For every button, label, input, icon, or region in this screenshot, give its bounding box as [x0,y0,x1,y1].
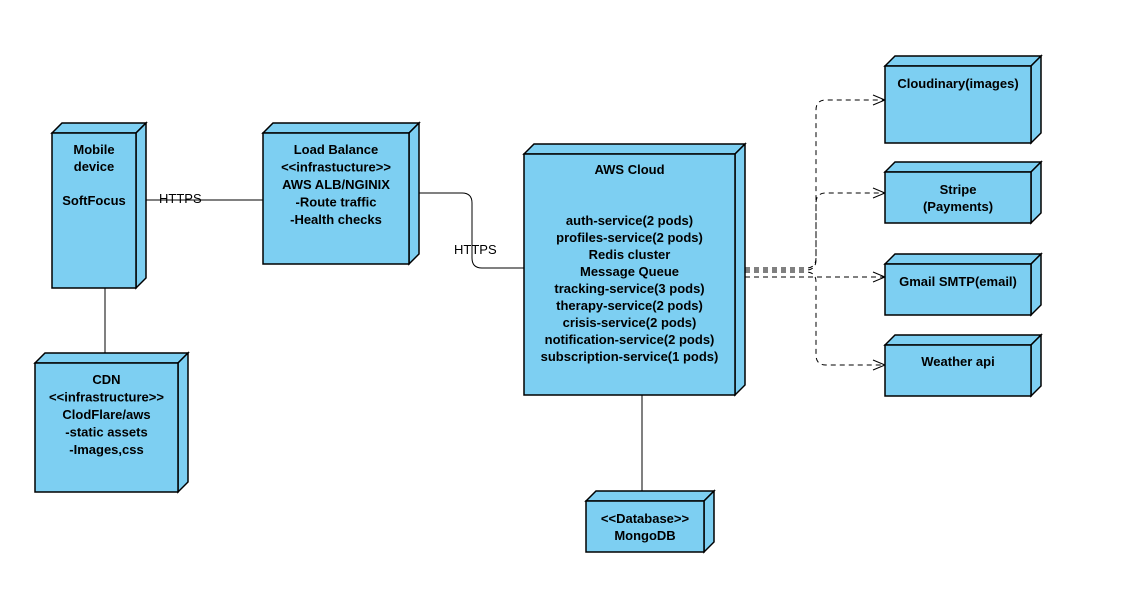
node-weather: Weather api [883,333,1043,398]
node-label-line: Gmail SMTP(email) [899,274,1017,289]
node-side-face [177,351,189,494]
node-side-face [1030,252,1042,317]
node-label-line: Load Balance [294,142,379,157]
node-label-line: Redis cluster [589,247,671,262]
node-top-face [261,122,421,134]
edge-lb-aws: HTTPS [409,192,524,269]
node-label-line: Weather api [921,354,994,369]
node-top-face [883,161,1043,173]
node-side-face [734,142,746,397]
node-top-face [584,490,716,502]
node-aws-cloud: AWS Cloud auth-service(2 pods) profiles-se… [522,142,747,397]
node-label-line: ClodFlare/aws [62,407,150,422]
node-side-face [703,489,715,554]
node-top-face [883,334,1043,346]
node-top-face [50,122,148,134]
node-label-line: <<infrastructure>> [49,390,164,405]
node-database: <<Database>> MongoDB [584,489,716,554]
node-label-line: <<Database>> [601,511,690,526]
node-label-line: device [74,159,114,174]
node-label-line: CDN [92,372,120,387]
node-front-face [884,263,1032,316]
node-side-face [408,121,420,266]
node-top-face [522,143,747,155]
node-label-line: Cloudinary(images) [897,76,1018,91]
node-cloudinary: Cloudinary(images) [883,54,1043,145]
node-label-line: Message Queue [580,264,679,279]
node-label-line: Mobile [73,142,114,157]
node-load-balancer: Load Balance <<infrastucture>> AWS ALB/NGI… [261,121,421,266]
node-label-line: subscription-service(1 pods) [541,349,719,364]
node-front-face [262,132,410,265]
node-label-line: profiles-service(2 pods) [556,230,703,245]
node-label-line: therapy-service(2 pods) [556,298,703,313]
node-side-face [1030,160,1042,225]
node-label-line: tracking-service(3 pods) [554,281,704,296]
node-side-face [1030,54,1042,145]
node-gmail: Gmail SMTP(email) [883,252,1043,317]
node-label-line: crisis-service(2 pods) [563,315,697,330]
edge-aws-weather [745,271,885,365]
node-stripe: Stripe (Payments) [883,160,1043,225]
dependency-edges [745,100,885,365]
node-top-face [883,55,1043,67]
node-label-line: -Route traffic [296,195,377,210]
edge-label-https-1: HTTPS [159,191,202,206]
node-label-line: Stripe [940,182,977,197]
node-side-face [135,121,147,290]
node-cdn: CDN <<infrastructure>> ClodFlare/aws -stati… [33,351,190,494]
node-label-line: AWS ALB/NGINIX [282,177,390,192]
node-label-line: MongoDB [614,528,675,543]
node-side-face [1030,333,1042,398]
node-front-face [884,65,1032,144]
node-label-line: auth-service(2 pods) [566,213,693,228]
edge-mobile-lb: HTTPS [146,191,263,206]
edge-aws-cloudinary [745,100,885,269]
node-label-line: -Health checks [290,212,382,227]
node-front-face [51,132,137,289]
node-label-line: SoftFocus [62,193,126,208]
node-label-line: <<infrastucture>> [281,160,391,175]
node-front-face [34,362,179,493]
node-front-face [585,500,705,553]
node-top-face [883,253,1043,265]
node-front-face [884,344,1032,397]
node-top-face [33,352,190,364]
node-title: AWS Cloud [594,162,664,177]
node-front-face [884,171,1032,224]
node-front-face [523,153,736,396]
node-label-line: (Payments) [923,199,993,214]
edge-aws-stripe [745,193,885,271]
node-label-line: notification-service(2 pods) [545,332,715,347]
edge-label-https-2: HTTPS [454,242,497,257]
node-label-line: -static assets [65,425,147,440]
node-label-line: -Images,css [69,442,143,457]
